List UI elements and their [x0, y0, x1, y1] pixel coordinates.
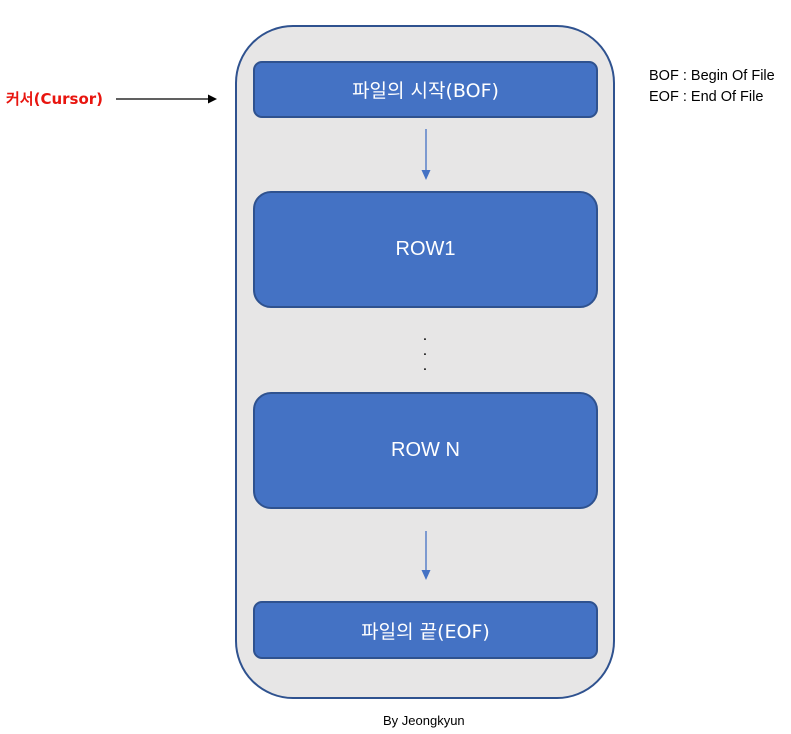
author-credit: By Jeongkyun — [383, 713, 465, 728]
eof-label: 파일의 끝(EOF) — [361, 620, 490, 643]
eof-block: 파일의 끝(EOF) — [253, 601, 598, 659]
legend: BOF : Begin Of File EOF : End Of File — [649, 66, 775, 108]
file-container — [235, 25, 615, 699]
cursor-arrow — [116, 94, 217, 104]
ellipsis-dot: . — [422, 327, 428, 344]
ellipsis: . . . — [418, 327, 432, 374]
legend-bof: BOF : Begin Of File — [649, 68, 775, 84]
row1-block: ROW1 — [253, 191, 598, 308]
bof-label: 파일의 시작(BOF) — [352, 80, 499, 102]
ellipsis-dot: . — [422, 342, 428, 359]
rown-label: ROW N — [391, 439, 460, 461]
legend-eof: EOF : End Of File — [649, 89, 764, 105]
ellipsis-dot: . — [422, 357, 428, 374]
bof-block: 파일의 시작(BOF) — [253, 61, 598, 118]
rown-block: ROW N — [253, 392, 598, 509]
row1-label: ROW1 — [395, 238, 456, 260]
cursor-label: 커서(Cursor) — [6, 90, 104, 108]
